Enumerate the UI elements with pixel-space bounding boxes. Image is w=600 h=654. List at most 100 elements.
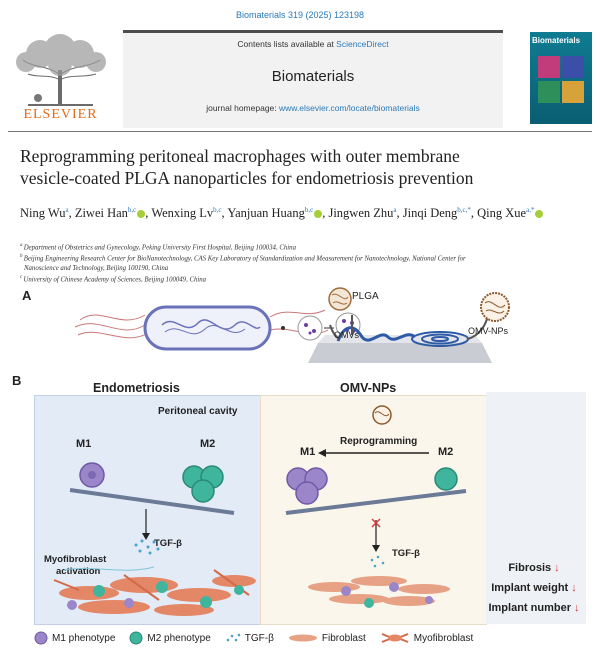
outcome-item: Implant number ↓ bbox=[488, 602, 580, 614]
journal-header: ELSEVIER Contents lists available at Sci… bbox=[8, 30, 592, 128]
author-affiliation-mark[interactable]: a bbox=[393, 206, 397, 214]
author-name[interactable]: Ning Wua bbox=[20, 206, 69, 221]
panel-b-illustration bbox=[53, 405, 467, 616]
author-name[interactable]: Jingwen Zhua bbox=[328, 206, 397, 221]
fibroblast-icon bbox=[288, 633, 318, 643]
omv-np-icon bbox=[480, 292, 510, 322]
panel-b-label: B bbox=[12, 373, 22, 388]
m2-label-left: M2 bbox=[200, 438, 216, 450]
myofibroblast-label: Myofibroblast bbox=[44, 554, 107, 565]
contents-line: Contents lists available at ScienceDirec… bbox=[123, 39, 503, 49]
author-affiliation-mark[interactable]: a,* bbox=[526, 206, 535, 214]
affiliation: Nanoscience and Technology, Beijing 1001… bbox=[24, 264, 169, 272]
myofibroblast-icon bbox=[380, 631, 410, 645]
balance-bar-left bbox=[69, 488, 235, 515]
affiliation: c University of Chinese Academy of Scien… bbox=[20, 274, 207, 283]
reprogramming-label: Reprogramming bbox=[340, 436, 418, 447]
m1-label-left: M1 bbox=[76, 438, 92, 450]
author-affiliation-mark[interactable]: a bbox=[65, 206, 69, 214]
author-name[interactable]: Qing Xuea,* bbox=[477, 206, 544, 220]
journal-citation[interactable]: Biomaterials 319 (2025) 123198 bbox=[235, 10, 365, 20]
plga-particle-icon bbox=[328, 287, 352, 311]
block-cross-icon bbox=[371, 518, 381, 528]
tgf-dots-right-icon bbox=[370, 555, 385, 568]
tgf-label-left: TGF-β bbox=[154, 538, 182, 549]
author-affiliation-mark[interactable]: b,c bbox=[304, 206, 314, 214]
header-divider bbox=[8, 131, 592, 132]
author-name[interactable]: Yanjuan Huangb,c bbox=[227, 206, 323, 220]
peritoneal-cavity-label: Peritoneal cavity bbox=[158, 406, 238, 417]
m1-cell-icon bbox=[34, 631, 48, 645]
homepage-line: journal homepage: www.elsevier.com/locat… bbox=[123, 103, 503, 113]
cover-title: Biomaterials bbox=[532, 36, 581, 45]
journal-info-box: Contents lists available at ScienceDirec… bbox=[123, 30, 503, 128]
figure-legend: M1 phenotype M2 phenotype TGF-β Fibroblast M… bbox=[34, 628, 594, 648]
author-name[interactable]: Jinqi Dengb,c,* bbox=[402, 206, 471, 221]
author-name[interactable]: Ziwei Hanb,c bbox=[75, 206, 146, 220]
fibroblast-bed-right bbox=[308, 576, 450, 608]
legend-item: Fibroblast bbox=[288, 633, 366, 644]
author-name[interactable]: Wenxing Lvb,c bbox=[151, 206, 222, 221]
decrease-arrow-icon: ↓ bbox=[554, 562, 560, 574]
legend-label: M1 phenotype bbox=[52, 632, 116, 644]
legend-label: Myofibroblast bbox=[413, 632, 474, 644]
title-line-1: Reprogramming peritoneal macrophages wit… bbox=[20, 146, 460, 166]
endometriosis-title: Endometriosis bbox=[93, 381, 180, 395]
plga-label: PLGA bbox=[352, 291, 379, 302]
m2-cell-right-icon bbox=[434, 467, 458, 491]
affiliation-list: a Department of Obstetrics and Gynecolog… bbox=[20, 241, 580, 284]
author-affiliation-mark[interactable]: b,c,* bbox=[457, 206, 471, 214]
article-title: Reprogramming peritoneal macrophages wit… bbox=[20, 145, 580, 189]
orcid-icon[interactable] bbox=[535, 210, 544, 219]
m2-cluster-left-icon bbox=[182, 465, 224, 503]
microfluidic-chip-icon bbox=[308, 314, 492, 363]
m2-cell-icon bbox=[129, 631, 143, 645]
omv-nps-label: OMV-NPs bbox=[468, 326, 509, 336]
omv-np-right-icon bbox=[372, 405, 392, 425]
tgf-dots-left-icon bbox=[134, 539, 160, 555]
legend-item: Myofibroblast bbox=[380, 631, 473, 645]
homepage-link[interactable]: www.elsevier.com/locate/biomaterials bbox=[279, 103, 420, 113]
legend-label: TGF-β bbox=[244, 632, 274, 644]
legend-item: TGF-β bbox=[225, 632, 274, 644]
panel-a-illustration bbox=[74, 287, 510, 363]
bacterium-icon bbox=[74, 305, 329, 351]
legend-label: M2 phenotype bbox=[147, 632, 211, 644]
outcome-item: Implant weight ↓ bbox=[491, 582, 577, 594]
legend-item: M2 phenotype bbox=[129, 631, 211, 645]
activation-label: activation bbox=[56, 566, 101, 577]
m1-cluster-right-icon bbox=[286, 467, 328, 505]
journal-cover[interactable]: Biomaterials bbox=[530, 32, 592, 124]
publisher-name: ELSEVIER bbox=[23, 107, 98, 122]
journal-name: Biomaterials bbox=[271, 68, 355, 85]
omvs-label: OMVs bbox=[334, 330, 360, 340]
legend-label: Fibroblast bbox=[321, 632, 366, 644]
cover-art-icon bbox=[538, 56, 584, 103]
omv-nps-title: OMV-NPs bbox=[340, 381, 397, 395]
sciencedirect-link[interactable]: ScienceDirect bbox=[336, 39, 389, 49]
author-affiliation-mark[interactable]: b,c bbox=[127, 206, 137, 214]
legend-item: M1 phenotype bbox=[34, 631, 115, 645]
outcome-list: Fibrosis ↓ Implant weight ↓ Implant number… bbox=[484, 558, 584, 618]
tgf-dots-icon bbox=[225, 632, 241, 644]
author-list: Ning Wua, Ziwei Hanb,c, Wenxing Lvb,c, Y… bbox=[20, 202, 580, 222]
affiliation: b Beijing Engineering Research Center fo… bbox=[20, 254, 466, 263]
balance-bar-right bbox=[285, 489, 467, 515]
affiliation: a Department of Obstetrics and Gynecolog… bbox=[20, 243, 296, 252]
elsevier-tree-icon bbox=[16, 34, 106, 106]
elsevier-logo: ELSEVIER bbox=[8, 30, 113, 125]
panel-a-label: A bbox=[22, 288, 32, 303]
orcid-icon[interactable] bbox=[137, 210, 146, 219]
homepage-prefix: journal homepage: bbox=[206, 103, 279, 113]
author-affiliation-mark[interactable]: b,c bbox=[213, 206, 222, 214]
tgf-label-right: TGF-β bbox=[392, 548, 420, 559]
orcid-icon[interactable] bbox=[314, 210, 323, 219]
decrease-arrow-icon: ↓ bbox=[574, 602, 580, 614]
decrease-arrow-icon: ↓ bbox=[571, 582, 577, 594]
outcome-item: Fibrosis ↓ bbox=[508, 562, 560, 574]
title-line-2: vesicle-coated PLGA nanoparticles for en… bbox=[20, 168, 474, 188]
omv-secretion-icon bbox=[297, 315, 323, 341]
contents-prefix: Contents lists available at bbox=[237, 39, 337, 49]
m1-cell-left-icon bbox=[79, 462, 105, 488]
m1-label-right: M1 bbox=[300, 446, 316, 458]
